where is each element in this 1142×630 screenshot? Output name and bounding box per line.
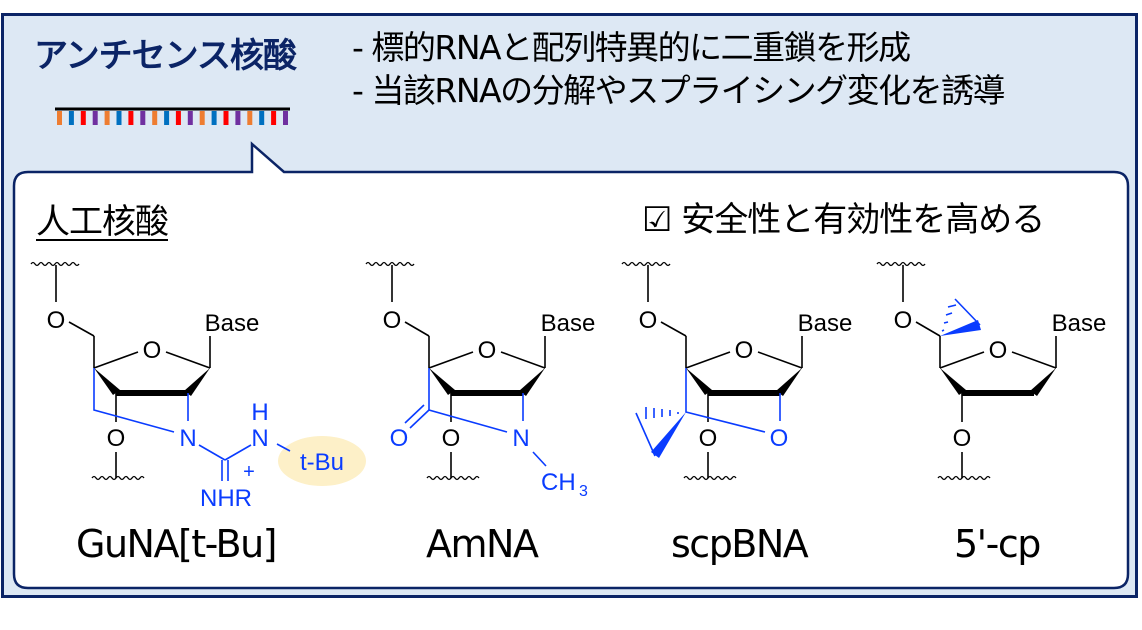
svg-text:Base: Base: [541, 310, 596, 337]
guna-tbu-structure: O O Base O N H N + NHR t-Bu: [30, 261, 366, 512]
bullet-duplex-formation: - 標的RNAと配列特異的に二重鎖を形成: [352, 28, 911, 67]
svg-text:Base: Base: [1052, 310, 1107, 337]
rna-base: [152, 111, 158, 125]
ring-o-atom: O: [143, 337, 162, 364]
svg-text:3: 3: [579, 483, 588, 500]
five-prime-cp-structure: O O Base O: [876, 261, 1107, 481]
rna-base: [140, 111, 146, 125]
svg-text:O: O: [442, 425, 461, 452]
svg-text:O: O: [894, 307, 913, 334]
rna-base: [211, 111, 217, 125]
rna-base: [247, 111, 253, 125]
svg-text:N: N: [512, 425, 529, 452]
wavy-bond-5prime: [30, 261, 80, 267]
molecule-name-5cp: 5'-cp: [954, 522, 1041, 566]
rna-base: [80, 111, 86, 125]
tbu-highlight: [278, 436, 366, 486]
o3-atom: O: [107, 425, 126, 452]
molecule-name-guna-tbu: GuNA[t-Bu]: [76, 522, 278, 566]
svg-text:O: O: [699, 425, 718, 452]
scpbna-structure: O O Base O O: [621, 261, 853, 481]
base-label: Base: [205, 310, 260, 337]
rna-base: [164, 111, 170, 125]
molecule-name-scpbna: scpBNA: [671, 522, 809, 566]
rna-base: [128, 111, 134, 125]
o5-atom: O: [47, 307, 66, 334]
svg-text:O: O: [383, 307, 402, 334]
rna-base: [187, 111, 193, 125]
rna-base: [175, 111, 181, 125]
svg-text:O: O: [478, 337, 497, 364]
bullet-rna-degradation: - 当該RNAの分解やスプライシング変化を誘導: [352, 71, 1006, 110]
rna-base: [259, 111, 265, 125]
rna-base: [92, 111, 98, 125]
rna-base: [57, 111, 62, 125]
rna-base: [68, 111, 74, 125]
rna-base: [104, 111, 110, 125]
molecule-name-amna: AmNA: [426, 522, 539, 566]
tbu-group: t-Bu: [300, 449, 344, 476]
svg-text:CH: CH: [541, 469, 576, 496]
nhr-group: NHR: [200, 485, 252, 512]
svg-text:O: O: [953, 425, 972, 452]
positive-charge: +: [243, 461, 255, 483]
svg-text:O: O: [989, 337, 1008, 364]
svg-text:Base: Base: [798, 310, 853, 337]
rna-strand-icon: [55, 107, 290, 125]
antisense-title: アンチセンス核酸: [34, 36, 297, 76]
artificial-nucleic-acid-heading: 人工核酸: [36, 202, 169, 242]
nh-h-atom: H: [251, 399, 268, 426]
amna-structure: O O Base O O N CH 3: [365, 261, 596, 500]
svg-text:O: O: [390, 425, 409, 452]
rna-base: [271, 111, 277, 125]
rna-base: [116, 111, 122, 125]
svg-text:O: O: [770, 425, 789, 452]
bridge-n-atom: N: [179, 425, 196, 452]
rna-base: [283, 111, 288, 125]
rna-base: [199, 111, 205, 125]
wavy-bond-3prime: [91, 475, 145, 481]
rna-base: [223, 111, 229, 125]
antisense-description: - 標的RNAと配列特異的に二重鎖を形成 - 当該RNAの分解やスプライシング変…: [352, 26, 1006, 112]
rna-base: [235, 111, 241, 125]
safety-efficacy-claim: ☑ 安全性と有効性を高める: [642, 200, 1045, 240]
nh-n-atom: N: [251, 425, 268, 452]
svg-text:O: O: [639, 307, 658, 334]
svg-text:O: O: [735, 337, 754, 364]
